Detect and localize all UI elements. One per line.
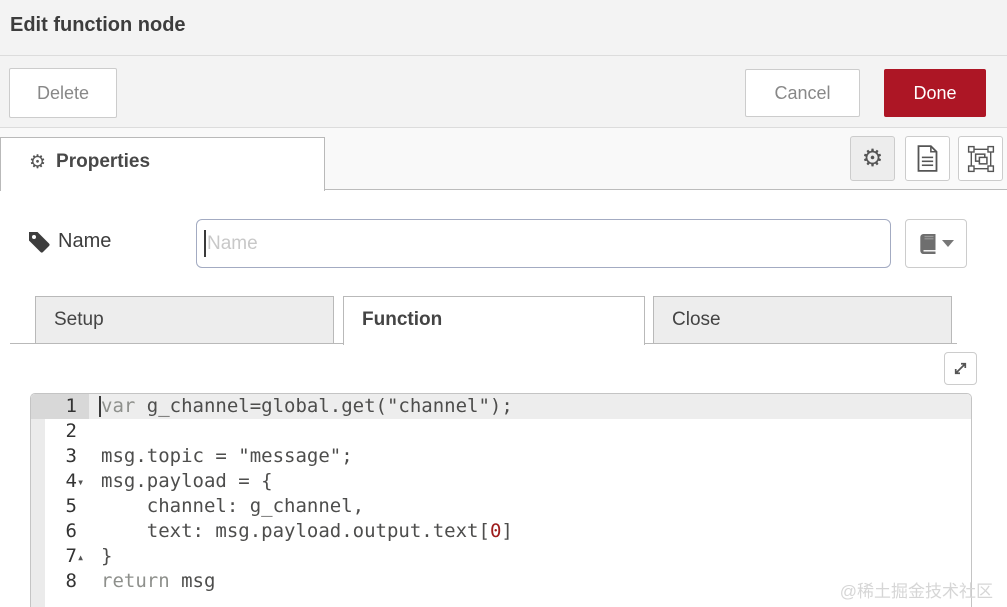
fold-open-icon[interactable]: ▾ [77, 475, 85, 489]
tab-close[interactable]: Close [653, 296, 952, 344]
tag-icon [28, 231, 50, 253]
code-line-2[interactable] [89, 419, 971, 444]
code-line-7[interactable]: } [101, 545, 113, 567]
gutter-line-8: 8 [65, 570, 77, 592]
gutter-line-4: 4▾ [31, 469, 89, 494]
dialog-header: Edit function node [0, 0, 1007, 56]
done-button[interactable]: Done [884, 69, 986, 117]
editor-code-area[interactable]: var g_channel=global.get("channel"); msg.… [89, 394, 971, 607]
dialog-title: Edit function node [10, 14, 186, 36]
name-input[interactable] [196, 219, 891, 268]
tab-setup[interactable]: Setup [35, 296, 334, 344]
editor-tab-row: ⚙ Properties ⚙ [0, 128, 1007, 191]
appearance-icon [967, 145, 995, 173]
gutter-line-6: 6 [65, 520, 77, 542]
code-line-5[interactable]: channel: g_channel, [101, 495, 365, 517]
delete-button[interactable]: Delete [9, 68, 117, 118]
name-field-label-group: Name [28, 230, 111, 253]
gear-icon: ⚙ [29, 151, 47, 173]
fold-close-icon[interactable]: ▴ [77, 550, 85, 564]
name-field-label: Name [58, 230, 112, 252]
properties-tab-label: Properties [56, 151, 151, 172]
editor-cursor [99, 396, 101, 417]
appearance-toolbar-button[interactable] [958, 136, 1003, 181]
gear-icon: ⚙ [861, 144, 884, 172]
code-line-4[interactable]: msg.payload = { [101, 470, 273, 492]
tab-function[interactable]: Function [343, 296, 645, 345]
expand-editor-button[interactable] [944, 352, 977, 385]
gutter-line-5: 5 [65, 495, 77, 517]
tab-properties[interactable]: ⚙ Properties [0, 137, 325, 191]
description-toolbar-button[interactable] [905, 136, 950, 181]
document-icon [916, 145, 939, 172]
name-field-row: Name [0, 190, 1007, 296]
gutter-line-2: 2 [65, 420, 77, 442]
code-line-1[interactable]: var g_channel=global.get("channel"); [89, 394, 971, 419]
properties-toolbar-button[interactable]: ⚙ [850, 136, 895, 181]
library-dropdown-button[interactable] [905, 219, 967, 268]
code-line-3[interactable]: msg.topic = "message"; [101, 445, 353, 467]
chevron-down-icon [942, 240, 954, 247]
gutter-line-7: 7▴ [31, 544, 89, 569]
cancel-button[interactable]: Cancel [745, 69, 860, 117]
expand-icon [952, 360, 969, 377]
gutter-line-3: 3 [65, 445, 77, 467]
text-cursor [204, 230, 206, 257]
gutter-line-1: 1 [31, 394, 89, 419]
code-line-8[interactable]: return msg [101, 570, 216, 592]
book-icon [918, 233, 937, 255]
dialog-button-row: Delete Cancel Done [0, 56, 1007, 128]
code-line-6[interactable]: text: msg.payload.output.text[0] [101, 520, 513, 542]
